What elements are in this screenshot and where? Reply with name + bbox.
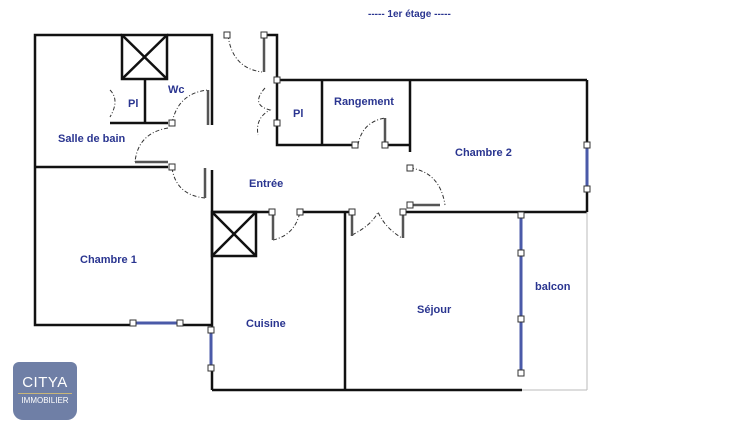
label-pl-1: Pl bbox=[128, 98, 138, 110]
label-entree: Entrée bbox=[249, 178, 283, 190]
stairwell-2 bbox=[210, 210, 258, 258]
label-balcon: balcon bbox=[535, 281, 571, 293]
label-chambre-1: Chambre 1 bbox=[80, 254, 137, 266]
label-cuisine: Cuisine bbox=[246, 318, 286, 330]
label-rangement: Rangement bbox=[334, 96, 394, 108]
label-salle-de-bain: Salle de bain bbox=[58, 133, 126, 145]
logo-subtitle: IMMOBILIER bbox=[18, 393, 72, 405]
label-wc: Wc bbox=[168, 84, 185, 96]
room-labels: Salle de bain Pl Wc Pl Rangement Chambre… bbox=[58, 84, 571, 330]
label-pl-2: Pl bbox=[293, 108, 303, 120]
walls bbox=[33, 33, 589, 392]
citya-logo: CITYA IMMOBILIER bbox=[13, 362, 77, 420]
windows bbox=[129, 141, 591, 377]
label-sejour: Séjour bbox=[417, 304, 452, 316]
floor-title: ----- 1er étage ----- bbox=[368, 9, 451, 20]
stairwell-1 bbox=[120, 33, 169, 81]
label-chambre-2: Chambre 2 bbox=[455, 147, 512, 159]
doors bbox=[109, 31, 446, 241]
logo-name: CITYA bbox=[22, 374, 68, 391]
